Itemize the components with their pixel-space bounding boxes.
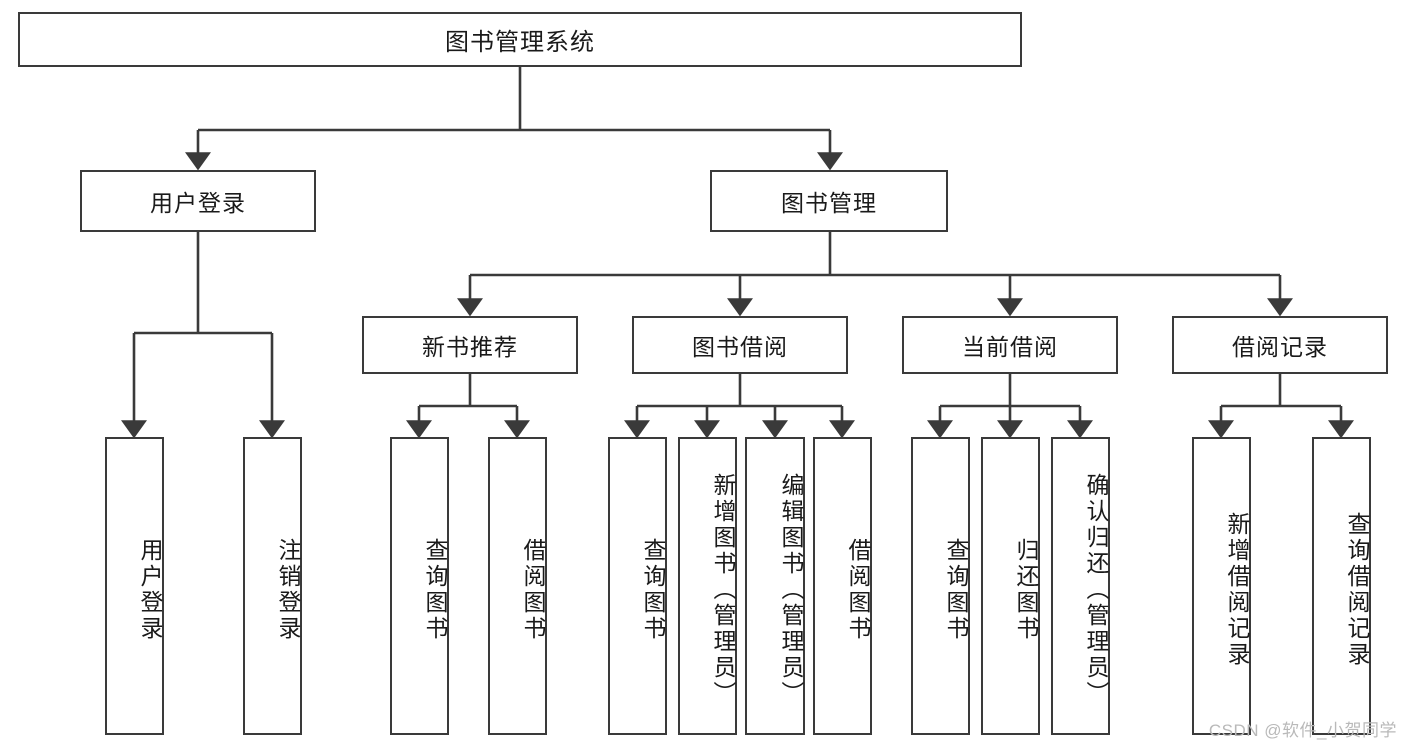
leaf-query-book-current[interactable]: 查询图书 — [911, 437, 970, 735]
leaf-label: 查询借阅记录 — [1344, 512, 1370, 668]
node-borrow-record[interactable]: 借阅记录 — [1172, 316, 1388, 374]
node-book-management[interactable]: 图书管理 — [710, 170, 948, 232]
leaf-label: 用户登录 — [137, 538, 163, 642]
leaf-edit-book-admin[interactable]: 编辑图书（管理员） — [745, 437, 805, 735]
leaf-logout[interactable]: 注销登录 — [243, 437, 302, 735]
node-root[interactable]: 图书管理系统 — [18, 12, 1022, 67]
leaf-return-book[interactable]: 归还图书 — [981, 437, 1040, 735]
leaf-query-borrow-record[interactable]: 查询借阅记录 — [1312, 437, 1371, 735]
leaf-label: 查询图书 — [640, 538, 666, 642]
leaf-label: 借阅图书 — [520, 538, 546, 642]
leaf-label: 新增借阅记录 — [1224, 512, 1250, 668]
leaf-label: 借阅图书 — [845, 538, 871, 642]
leaf-label: 查询图书 — [943, 538, 969, 642]
node-book-borrow[interactable]: 图书借阅 — [632, 316, 848, 374]
node-new-book-recommend[interactable]: 新书推荐 — [362, 316, 578, 374]
leaf-user-login[interactable]: 用户登录 — [105, 437, 164, 735]
leaf-query-book-borrow[interactable]: 查询图书 — [608, 437, 667, 735]
leaf-borrow-book-recommend[interactable]: 借阅图书 — [488, 437, 547, 735]
node-user-login[interactable]: 用户登录 — [80, 170, 316, 232]
leaf-label: 注销登录 — [275, 538, 301, 642]
leaf-label: 确认归还（管理员） — [1083, 473, 1109, 707]
leaf-add-borrow-record[interactable]: 新增借阅记录 — [1192, 437, 1251, 735]
leaf-query-book-recommend[interactable]: 查询图书 — [390, 437, 449, 735]
leaf-label: 新增图书（管理员） — [710, 473, 736, 707]
leaf-label: 编辑图书（管理员） — [778, 473, 804, 707]
leaf-label: 归还图书 — [1013, 538, 1039, 642]
leaf-label: 查询图书 — [422, 538, 448, 642]
leaf-borrow-book[interactable]: 借阅图书 — [813, 437, 872, 735]
watermark: CSDN @软件_小贺同学 — [1208, 721, 1397, 740]
node-current-borrow[interactable]: 当前借阅 — [902, 316, 1118, 374]
leaf-add-book-admin[interactable]: 新增图书（管理员） — [678, 437, 737, 735]
leaf-confirm-return-admin[interactable]: 确认归还（管理员） — [1051, 437, 1110, 735]
